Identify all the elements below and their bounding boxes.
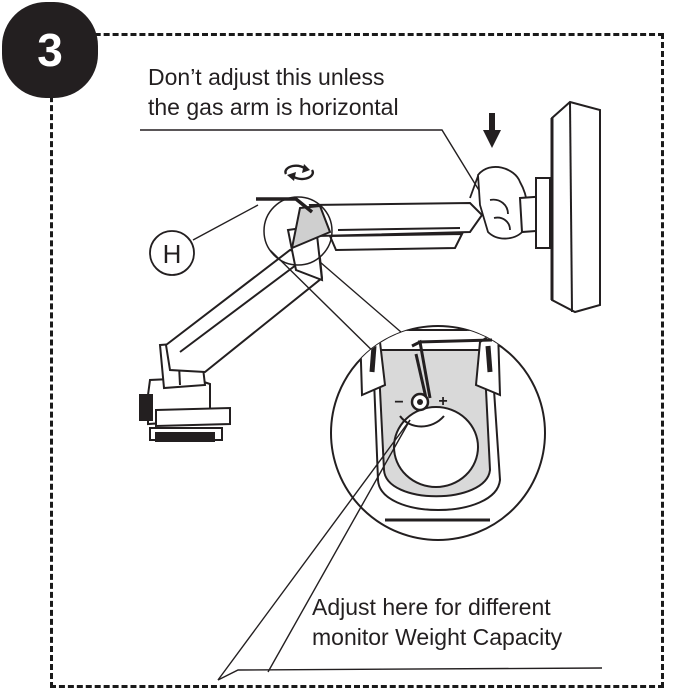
monitor [518, 100, 601, 314]
adjust-note: Adjust here for different monitor Weight… [312, 592, 562, 652]
adjust-callout-lines [217, 419, 603, 681]
gas-spring-arm [290, 201, 484, 252]
desk-clamp [139, 376, 231, 442]
detail-zoom-view: − + [330, 325, 546, 541]
hand [469, 166, 529, 240]
hex-key-detail-icon [411, 338, 493, 399]
warning-note-line-2: the gas arm is horizontal [148, 94, 399, 120]
adjust-arc-icon [399, 415, 445, 428]
step-number-badge: 3 [2, 2, 98, 98]
zoom-line-left [269, 249, 391, 369]
hex-key-callout: H [149, 204, 259, 276]
warning-note-line-1: Don’t adjust this unless [148, 64, 385, 90]
warning-leader-line [140, 129, 489, 206]
adjust-note-line-2: monitor Weight Capacity [312, 624, 563, 650]
adjust-note-line-1: Adjust here for different [312, 594, 551, 620]
down-arrow-icon [483, 113, 501, 148]
hex-key-icon [256, 197, 314, 214]
minus-sign: − [394, 394, 403, 411]
plus-sign: + [438, 393, 447, 410]
warning-note: Don’t adjust this unless the gas arm is … [148, 62, 399, 122]
step-number: 3 [37, 24, 63, 76]
dashed-frame [50, 33, 664, 688]
rotate-arrows-icon [284, 164, 314, 181]
hex-key-label: H [163, 239, 182, 269]
joint-focus-circle [263, 196, 333, 266]
